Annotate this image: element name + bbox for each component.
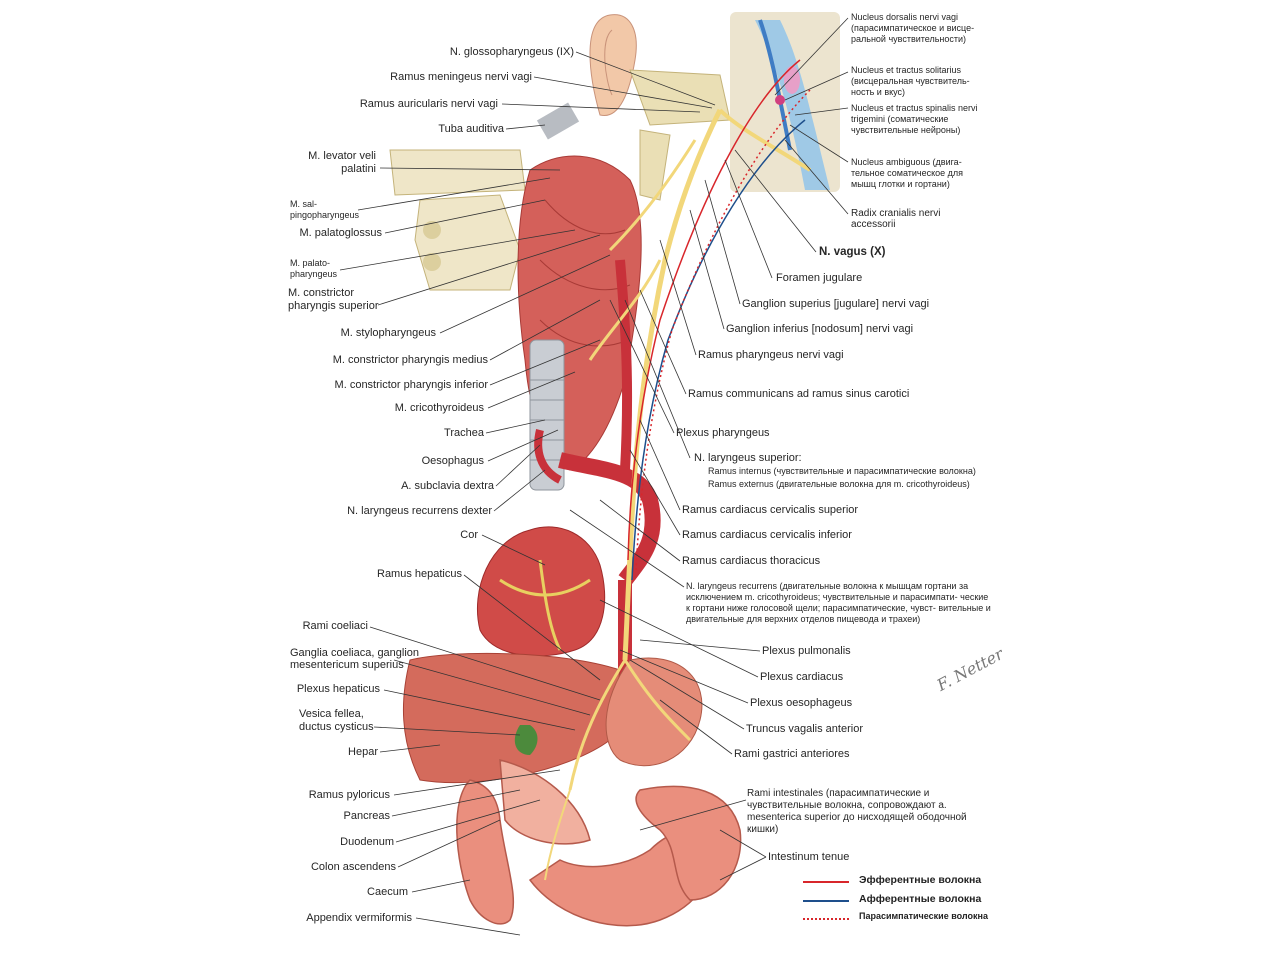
label-ramus-meningeus: Ramus meningeus nervi vagi (390, 71, 532, 83)
label-rami-gastrici: Rami gastrici anteriores (734, 748, 850, 760)
label-ramus-card-cerv-sup: Ramus cardiacus cervicalis superior (682, 504, 859, 516)
label-intestinum-tenue: Intestinum tenue (768, 851, 850, 863)
label-rami-intestinales: Rami intestinales (парасимпатические и ч… (747, 788, 967, 835)
label-plexus-pharyngeus: Plexus pharyngeus (676, 427, 770, 439)
label-ramus-pharyngeus: Ramus pharyngeus nervi vagi (698, 349, 844, 361)
label-m-constrictor-med: M. constrictor pharyngis medius (332, 354, 488, 366)
label-plexus-pulmonalis: Plexus pulmonalis (762, 645, 851, 657)
label-nucleus-spinalis: Nucleus et tractus spinalis nervi trigem… (851, 103, 978, 135)
label-colon-ascendens: Colon ascendens (310, 861, 396, 873)
brainstem-section (730, 12, 840, 192)
intestines (456, 759, 742, 927)
label-m-salpingo: M. sal- pingopharyngeus (290, 199, 360, 220)
label-a-subclavia: A. subclavia dextra (401, 480, 494, 492)
label-cor: Cor (460, 529, 478, 541)
tuba-auditiva-shape (536, 102, 580, 140)
label-nucleus-dorsalis: Nucleus dorsalis nervi vagi (парасимпати… (851, 12, 975, 44)
label-foramen-jugulare: Foramen jugulare (776, 272, 863, 284)
label-m-constrictor-inf: M. constrictor pharyngis inferior (334, 379, 488, 391)
label-appendix: Appendix vermiformis (306, 912, 412, 924)
label-oesophagus: Oesophagus (421, 455, 484, 467)
label-pancreas: Pancreas (343, 810, 390, 822)
heart (476, 526, 606, 657)
leader-lines (339, 51, 716, 936)
label-nucleus-ambiguous: Nucleus ambiguous (двига- тельное сомати… (851, 157, 964, 189)
label-m-constrictor-sup: M. constrictor pharyngis superior (288, 287, 379, 312)
label-ramus-internus: Ramus internus (чувствительные и парасим… (708, 466, 976, 476)
legend-parasympathetic-line (803, 918, 849, 920)
stomach (605, 657, 703, 767)
label-ramus-communicans: Ramus communicans ad ramus sinus carotic… (688, 388, 910, 400)
label-ganglia-coeliaca: Ganglia coeliaca, ganglion mesentericum … (290, 647, 420, 671)
label-ramus-externus: Ramus externus (двигательные волокна для… (708, 479, 970, 489)
vagus-nerve-trunks (544, 108, 812, 881)
label-duodenum: Duodenum (340, 836, 394, 848)
palate-mandible (389, 149, 526, 291)
label-ramus-pyloricus: Ramus pyloricus (308, 789, 390, 801)
liver (402, 652, 621, 784)
label-tuba-auditiva: Tuba auditiva (438, 123, 504, 135)
legend-afferent-label: Афферентные волокна (859, 893, 982, 905)
legend-afferent-line (803, 900, 849, 902)
legend-parasympathetic-label: Парасимпатические волокна (859, 911, 988, 921)
label-ramus-auricularis: Ramus auricularis nervi vagi (359, 98, 498, 110)
temporal-bone (629, 69, 731, 201)
label-ganglion-superius: Ganglion superius [jugulare] nervi vagi (742, 298, 930, 310)
label-ramus-card-thor: Ramus cardiacus thoracicus (682, 555, 821, 567)
gallbladder (514, 725, 538, 755)
label-truncus-vagalis: Truncus vagalis anterior (746, 723, 863, 735)
label-m-palatopharyngeus: M. palato- pharyngeus (290, 258, 338, 279)
label-hepar: Hepar (348, 746, 378, 758)
label-n-laryngeus-recurrens: N. laryngeus recurrens (двигательные вол… (686, 581, 991, 624)
label-trachea: Trachea (444, 427, 484, 439)
leader-lines-right (569, 17, 849, 881)
label-plexus-oesophageus: Plexus oesophageus (750, 697, 853, 709)
label-plexus-hepaticus: Plexus hepaticus (296, 683, 380, 695)
legend-efferent-label: Эфферентные волокна (859, 874, 982, 886)
fiber-lines (627, 59, 811, 581)
label-ramus-hepaticus: Ramus hepaticus (377, 568, 462, 580)
label-m-levator: M. levator veli palatini (308, 150, 376, 175)
label-ganglion-inferius: Ganglion inferius [nodosum] nervi vagi (726, 323, 914, 335)
label-vesica-fellea: Vesica fellea, ductus cysticus (299, 708, 374, 733)
label-caecum: Caecum (367, 886, 408, 898)
label-radix-cranialis: Radix cranialis nervi accessorii (851, 208, 941, 230)
legend-efferent-line (803, 881, 849, 883)
label-rami-coeliaci: Rami coeliaci (302, 620, 368, 632)
label-m-stylopharyngeus: M. stylopharyngeus (340, 327, 436, 339)
label-n-laryngeus-superior: N. laryngeus superior: (694, 452, 802, 464)
label-m-cricothyroideus: M. cricothyroideus (394, 402, 484, 414)
label-ramus-card-cerv-inf: Ramus cardiacus cervicalis inferior (682, 529, 852, 541)
label-n-vagus: N. vagus (X) (819, 246, 886, 258)
label-n-glossopharyngeus: N. glossopharyngeus (IX) (449, 46, 574, 58)
ear (589, 14, 637, 116)
label-nucleus-tractus-solitarius: Nucleus et tractus solitarius (висцераль… (851, 65, 970, 97)
label-plexus-cardiacus: Plexus cardiacus (760, 671, 844, 683)
label-n-laryngeus-dexter: N. laryngeus recurrens dexter (347, 505, 492, 517)
label-m-palatoglossus: M. palatoglossus (299, 227, 382, 239)
